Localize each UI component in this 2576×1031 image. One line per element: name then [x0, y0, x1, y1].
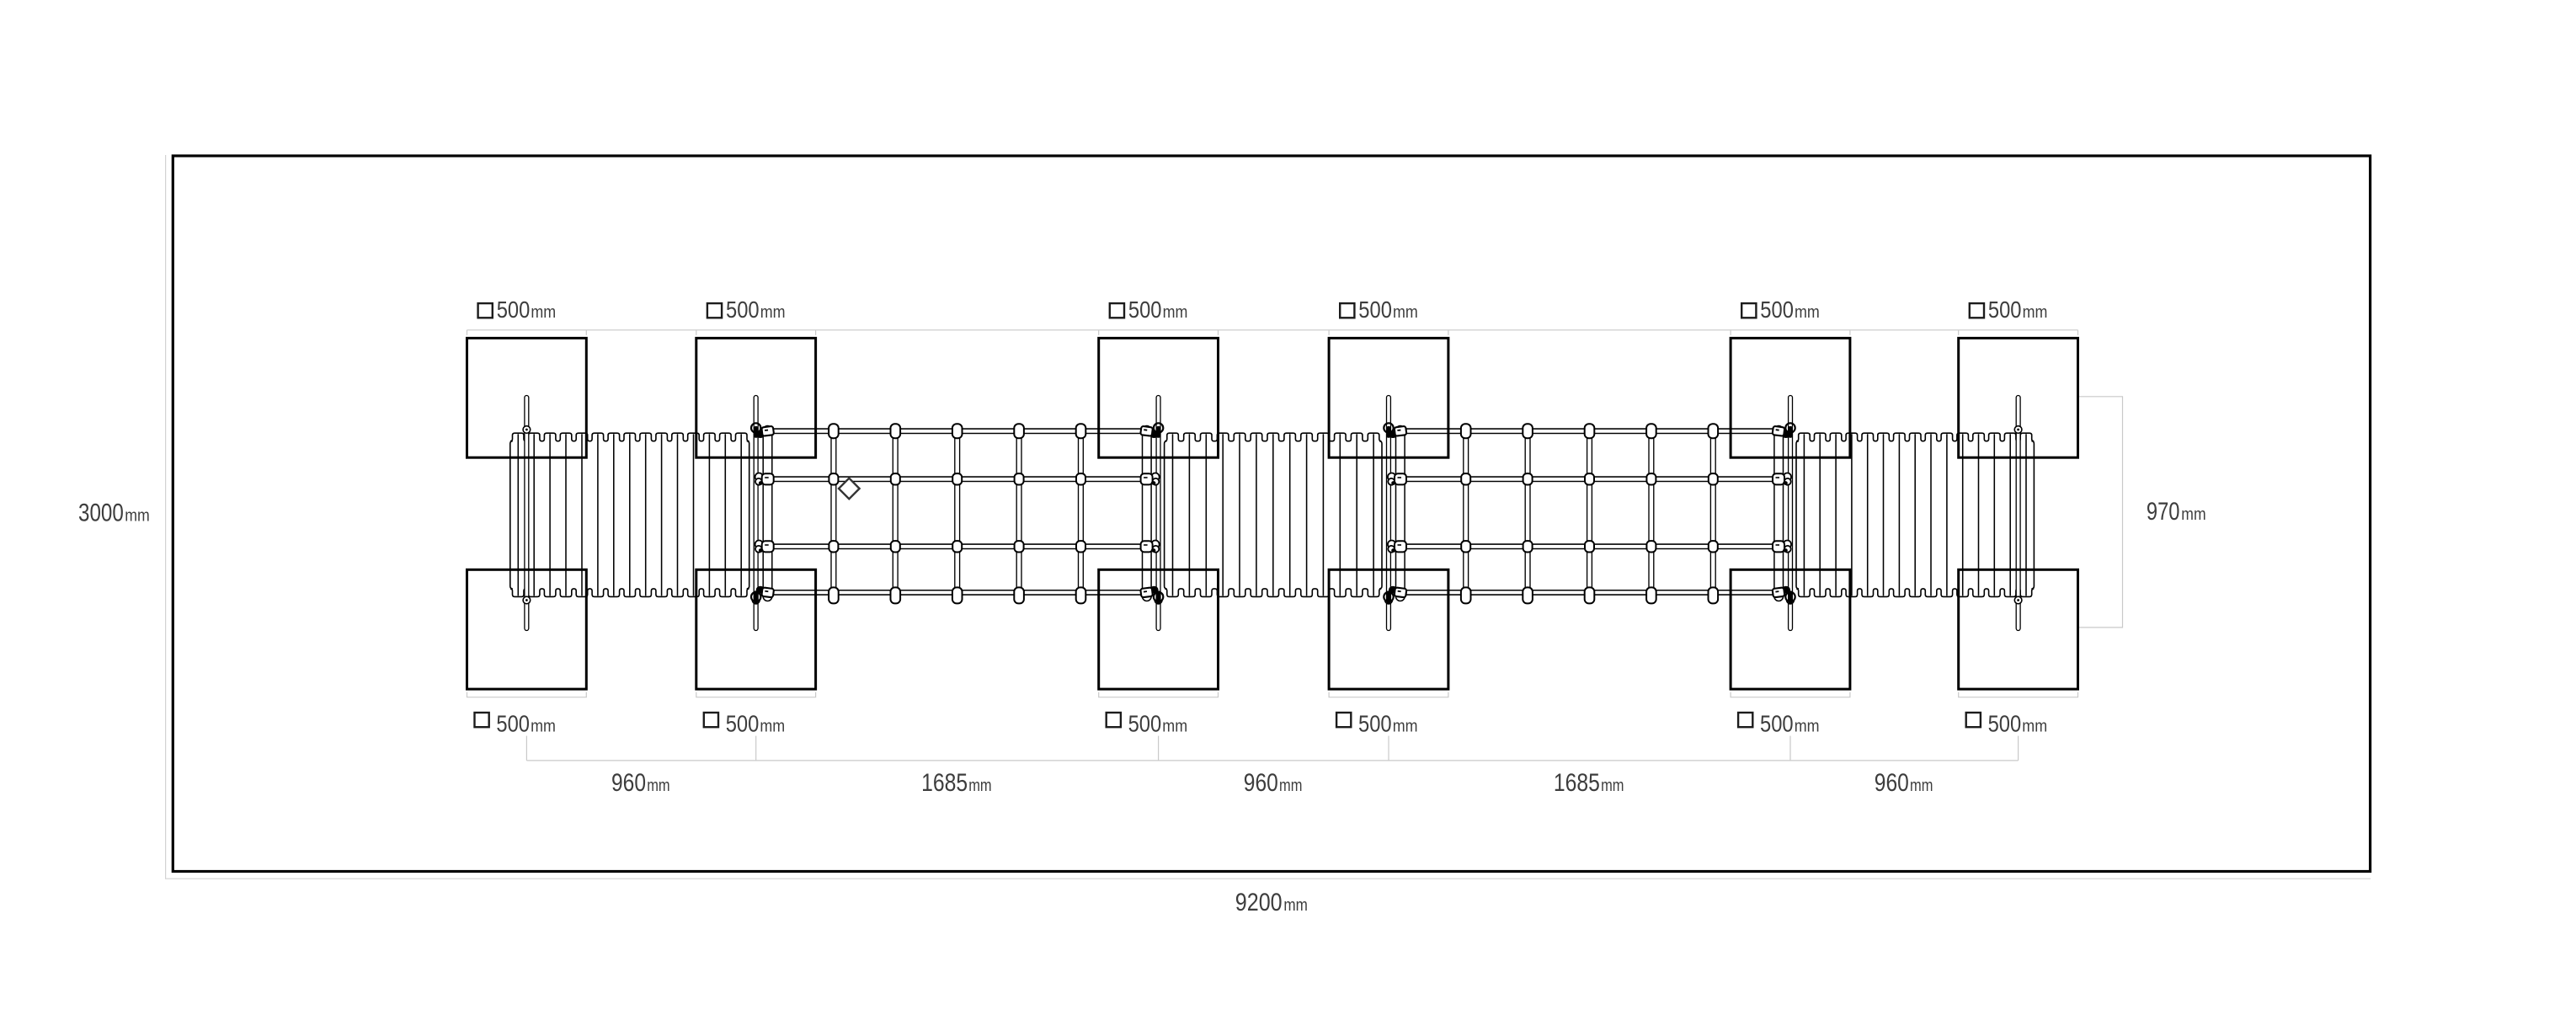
svg-text:500: 500: [1760, 296, 1794, 323]
svg-text:500: 500: [726, 711, 760, 737]
svg-text:mm: mm: [531, 303, 556, 322]
svg-text:500: 500: [1128, 711, 1162, 737]
svg-text:mm: mm: [1795, 718, 1820, 736]
svg-text:970: 970: [2147, 498, 2180, 526]
svg-text:mm: mm: [2181, 505, 2205, 524]
svg-text:mm: mm: [1795, 303, 1820, 322]
svg-text:mm: mm: [1162, 718, 1187, 736]
svg-text:500: 500: [497, 296, 531, 323]
svg-text:mm: mm: [1283, 896, 1308, 915]
svg-text:mm: mm: [2022, 718, 2047, 736]
svg-text:1685: 1685: [921, 769, 968, 797]
svg-text:500: 500: [1988, 296, 2022, 323]
svg-text:500: 500: [496, 711, 530, 737]
svg-text:mm: mm: [2023, 303, 2048, 322]
svg-text:mm: mm: [968, 777, 991, 795]
svg-text:mm: mm: [1163, 303, 1188, 322]
svg-text:960: 960: [1244, 769, 1278, 797]
svg-text:mm: mm: [760, 718, 785, 736]
svg-text:500: 500: [1760, 711, 1794, 737]
svg-text:mm: mm: [647, 777, 669, 795]
svg-text:mm: mm: [1279, 777, 1302, 795]
svg-text:9200: 9200: [1235, 889, 1283, 916]
svg-text:mm: mm: [1393, 303, 1418, 322]
svg-text:mm: mm: [1910, 777, 1933, 795]
svg-text:500: 500: [726, 296, 760, 323]
svg-text:500: 500: [1988, 711, 2022, 737]
svg-text:mm: mm: [1393, 718, 1418, 736]
svg-text:mm: mm: [760, 303, 786, 322]
svg-text:500: 500: [1358, 296, 1392, 323]
svg-text:500: 500: [1128, 296, 1162, 323]
svg-text:960: 960: [611, 769, 646, 797]
svg-text:3000: 3000: [78, 499, 124, 527]
svg-text:mm: mm: [1601, 777, 1624, 795]
svg-text:mm: mm: [125, 507, 150, 526]
svg-text:500: 500: [1358, 711, 1392, 737]
svg-text:960: 960: [1875, 769, 1909, 797]
svg-text:1685: 1685: [1554, 769, 1600, 797]
svg-text:mm: mm: [531, 718, 556, 736]
